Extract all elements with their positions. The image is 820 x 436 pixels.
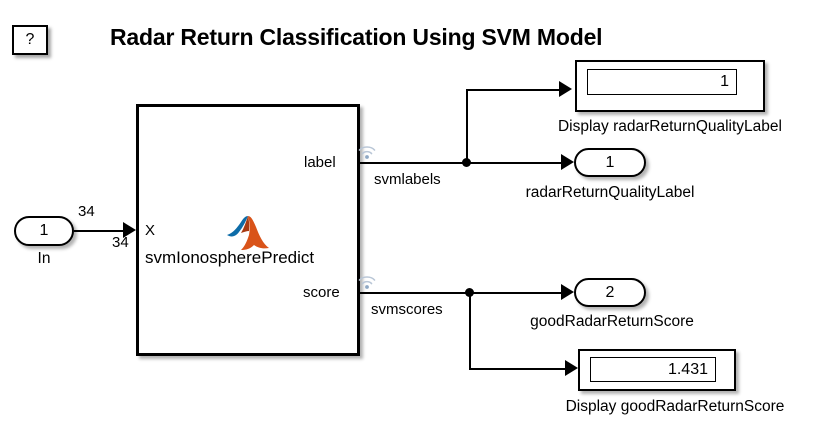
signal-dimension-bottom: 34 xyxy=(112,234,129,251)
wire-svmscores-to-display xyxy=(469,368,567,370)
block-input-port-label-x: X xyxy=(145,222,156,239)
help-button-label: ? xyxy=(25,31,35,48)
wire-in-to-block xyxy=(74,230,124,232)
display-value-box-1: 1 xyxy=(587,69,737,95)
arrow-svmscores-to-outport xyxy=(561,284,574,300)
signal-dimension-top: 34 xyxy=(78,203,95,220)
inport-number: 1 xyxy=(39,222,49,239)
signal-name-svmlabels: svmlabels xyxy=(374,171,441,188)
outport-number-2: 2 xyxy=(605,283,615,301)
block-output-port-label-label: label xyxy=(304,154,336,171)
display-annotation-radar-return-quality-label: Display radarReturnQualityLabel xyxy=(557,118,782,135)
wire-svmlabels-to-outport xyxy=(466,162,563,164)
signal-logging-icon-svmlabels xyxy=(358,144,376,160)
block-name-label: svmIonospherePredict xyxy=(145,248,315,267)
outport-annotation-radar-return-quality-label: radarReturnQualityLabel xyxy=(525,184,695,201)
arrow-svmscores-to-display xyxy=(565,360,578,376)
display-block-good-radar-return-score[interactable]: 1.431 xyxy=(578,349,736,391)
display-value-good-radar-return-score: 1.431 xyxy=(667,360,708,378)
wire-svmscores-to-outport xyxy=(469,292,563,294)
wire-label-out xyxy=(360,162,470,164)
outport-block-radar-return-quality-label[interactable]: 1 xyxy=(574,148,646,177)
inport-annotation-in: In xyxy=(37,250,51,267)
display-block-radar-return-quality-label[interactable]: 1 xyxy=(575,60,765,112)
arrow-in-to-block xyxy=(123,222,136,238)
inport-block-in[interactable]: 1 xyxy=(14,216,74,246)
page-title: Radar Return Classification Using SVM Mo… xyxy=(110,24,603,50)
block-output-port-label-score: score xyxy=(303,284,340,301)
display-value-radar-return-quality-label: 1 xyxy=(720,73,729,90)
wire-svmlabels-to-display xyxy=(466,89,561,91)
display-annotation-good-radar-return-score: Display goodRadarReturnScore xyxy=(565,398,785,415)
wire-score-out xyxy=(360,292,474,294)
wire-svmscores-branch-down xyxy=(469,292,471,368)
display-value-box-2: 1.431 xyxy=(590,357,716,382)
arrow-svmlabels-to-display xyxy=(559,81,572,97)
signal-name-svmscores: svmscores xyxy=(371,301,443,318)
signal-logging-icon-svmscores xyxy=(358,274,376,290)
outport-block-good-radar-return-score[interactable]: 2 xyxy=(574,278,646,307)
outport-number-1: 1 xyxy=(605,153,615,171)
wire-svmlabels-branch-up xyxy=(466,89,468,163)
arrow-svmlabels-to-outport xyxy=(561,154,574,170)
matlab-logo-icon xyxy=(225,211,271,253)
help-button[interactable]: ? xyxy=(12,25,48,55)
outport-annotation-good-radar-return-score: goodRadarReturnScore xyxy=(530,313,694,330)
